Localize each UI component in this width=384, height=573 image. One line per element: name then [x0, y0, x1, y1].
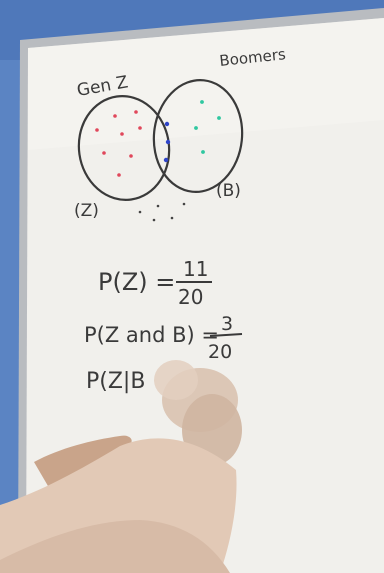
pz-lhs: P(Z) = — [98, 268, 175, 296]
b-tag: (B) — [216, 181, 241, 201]
pzb-numerator: 3 — [221, 313, 233, 335]
dot — [95, 128, 99, 132]
pzb-denominator: 20 — [208, 341, 232, 363]
dot — [129, 154, 133, 158]
dot — [152, 218, 156, 222]
outside-dots — [138, 202, 186, 222]
pzb-fraction-bar — [209, 333, 243, 337]
dot — [134, 110, 138, 114]
dot — [200, 100, 204, 104]
dot — [182, 202, 186, 206]
dot — [165, 139, 171, 145]
dot — [138, 210, 142, 214]
hand-blur — [154, 360, 198, 400]
dot — [156, 204, 160, 208]
dot — [117, 173, 121, 177]
dot — [102, 151, 106, 155]
z-tag: (Z) — [74, 201, 99, 221]
dot — [170, 216, 174, 220]
dot — [120, 132, 124, 136]
dot — [194, 126, 198, 130]
gen-z-dots — [95, 110, 142, 177]
dot — [164, 121, 170, 127]
arm-shadow — [0, 520, 230, 573]
pz-numerator: 11 — [183, 257, 208, 281]
dot — [163, 157, 169, 163]
whiteboard-glare — [28, 18, 384, 150]
presenter-hand — [0, 360, 242, 573]
boomers-dots — [194, 100, 221, 154]
dot — [113, 114, 117, 118]
pzb-lhs: P(Z and B) = — [84, 323, 219, 347]
dot — [138, 126, 142, 130]
overlap-dots — [163, 121, 171, 163]
dot — [201, 150, 205, 154]
boomers-circle — [152, 79, 244, 193]
whiteboard-surface — [26, 18, 384, 573]
pz-denominator: 20 — [178, 285, 203, 309]
pzgb-text: P(Z|B — [86, 369, 145, 394]
dot — [217, 116, 221, 120]
